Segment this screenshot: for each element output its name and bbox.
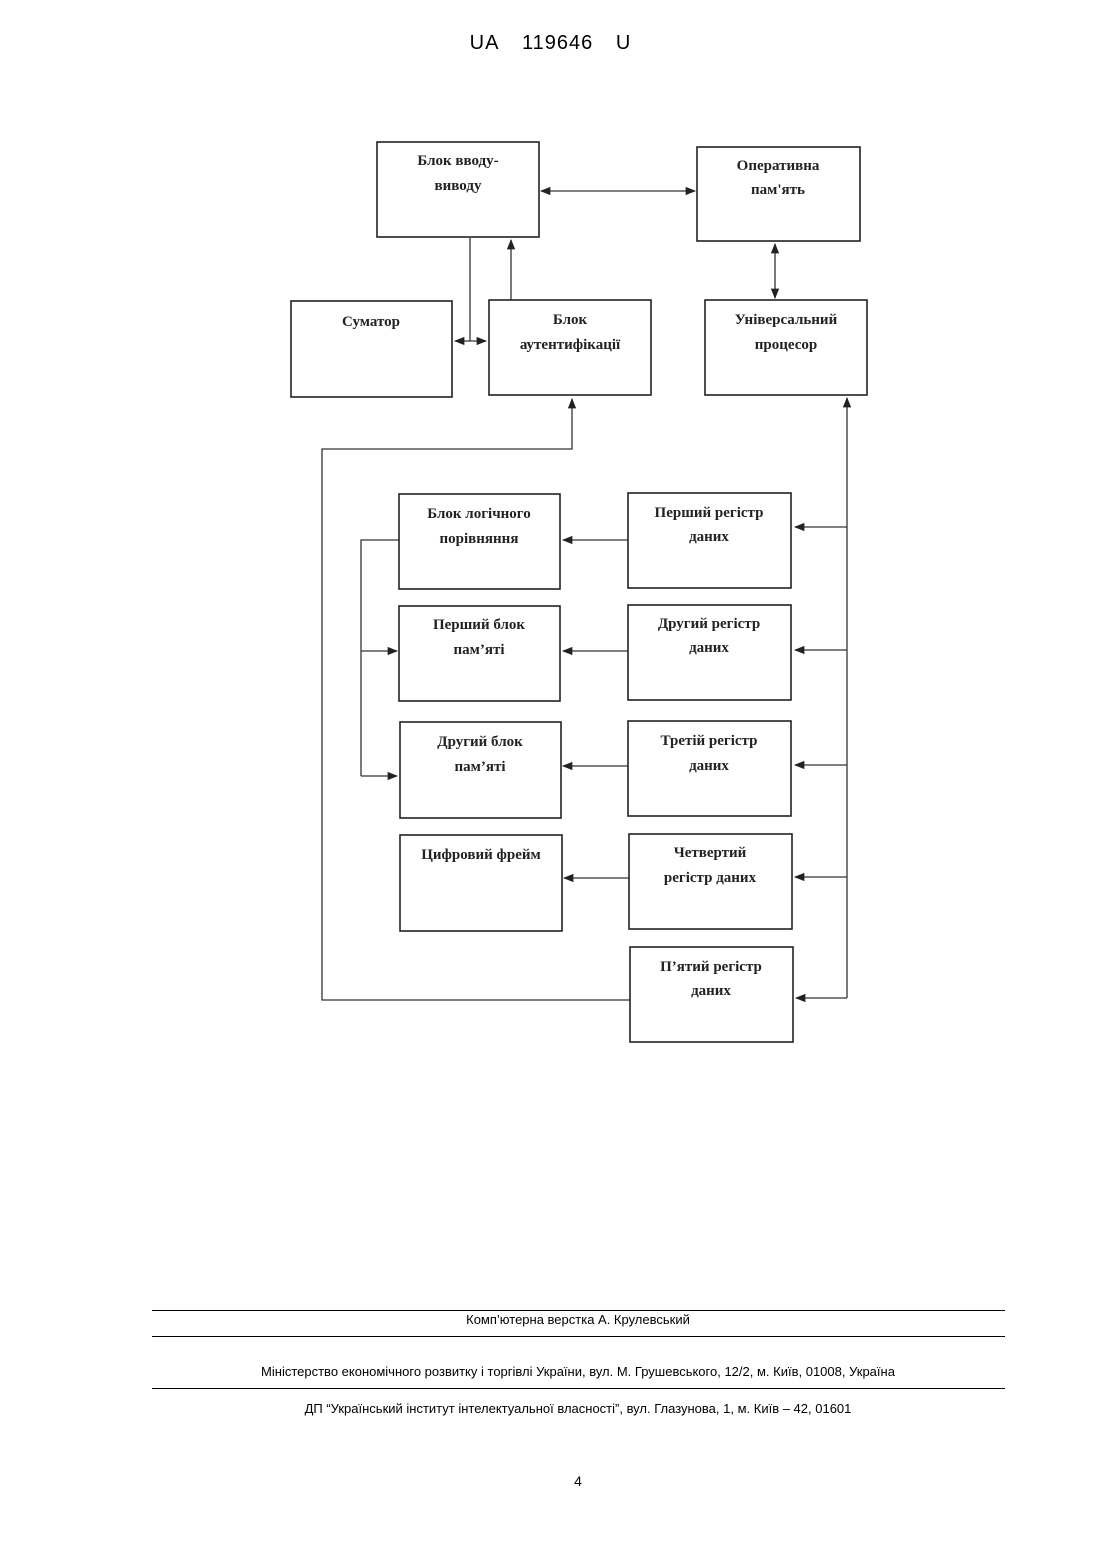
mem1-block: Перший блок пам’яті	[399, 606, 560, 701]
mem2-block-line1: Другий блок	[437, 734, 523, 750]
cpu-block-line1: Універсальний	[735, 312, 838, 328]
logic-mem-line	[361, 540, 399, 776]
reg5-block-line1: П’ятий регістр	[660, 959, 762, 975]
reg4-block-line2: регістр даних	[664, 870, 757, 886]
auth-block: Блок аутентифікації	[489, 300, 651, 395]
adder-block: Суматор	[291, 301, 452, 397]
frame-block: Цифровий фрейм	[400, 835, 562, 931]
reg1-block-line1: Перший регістр	[655, 505, 764, 521]
mem1-block-line1: Перший блок	[433, 617, 525, 633]
reg4-block: Четвертий регістр даних	[629, 834, 792, 929]
ram-block-line1: Оперативна	[737, 158, 820, 174]
reg5-block: П’ятий регістр даних	[630, 947, 793, 1042]
reg3-block-line2: даних	[689, 758, 729, 774]
cpu-block: Універсальний процесор	[705, 300, 867, 395]
reg3-block-line1: Третій регістр	[661, 733, 758, 749]
adder-block-line1: Суматор	[342, 314, 400, 330]
auth-block-line2: аутентифікації	[520, 337, 621, 353]
reg1-block: Перший регістр даних	[628, 493, 791, 588]
io-block-line1: Блок вводу-	[417, 153, 498, 169]
footer-ministry: Міністерство економічного розвитку і тор…	[0, 1364, 1101, 1379]
reg2-block-line2: даних	[689, 640, 729, 656]
io-block-line2: виводу	[435, 178, 482, 194]
reg2-block-line1: Другий регістр	[658, 616, 760, 632]
page-number: 4	[0, 1473, 1101, 1489]
auth-block-line1: Блок	[553, 312, 588, 328]
reg3-block: Третій регістр даних	[628, 721, 791, 816]
logic-block-line2: порівняння	[440, 531, 519, 547]
frame-block-line1: Цифровий фрейм	[421, 847, 541, 863]
mem2-block-line2: пам’яті	[454, 759, 505, 775]
reg2-block: Другий регістр даних	[628, 605, 791, 700]
io-block: Блок вводу- виводу	[377, 142, 539, 237]
footer-rule-bottom	[152, 1388, 1005, 1389]
mem2-block: Другий блок пам’яті	[400, 722, 561, 818]
footer-rule-middle	[152, 1336, 1005, 1337]
logic-block-line1: Блок логічного	[427, 506, 530, 522]
footer-rule-top	[152, 1310, 1005, 1311]
footer-layout-credit: Комп’ютерна верстка А. Крулевський	[0, 1312, 1101, 1327]
mem1-block-line2: пам’яті	[453, 642, 504, 658]
ram-block: Оперативна пам'ять	[697, 147, 860, 241]
logic-block: Блок логічного порівняння	[399, 494, 560, 589]
reg5-block-line2: даних	[691, 983, 731, 999]
reg1-block-line2: даних	[689, 529, 729, 545]
footer-institute: ДП “Український інститут інтелектуальної…	[0, 1401, 1101, 1416]
cpu-block-line2: процесор	[755, 337, 817, 353]
ram-block-line2: пам'ять	[751, 182, 805, 198]
reg4-block-line1: Четвертий	[674, 845, 747, 861]
